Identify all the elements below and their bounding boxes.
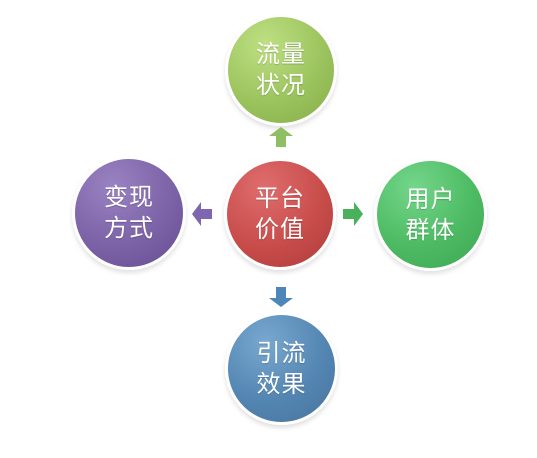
traffic-status-node: 流量 状况	[225, 14, 337, 126]
left-arrow-icon	[192, 202, 212, 226]
traffic-status-label: 流量 状况	[256, 40, 306, 99]
monetization-method-node: 变现 方式	[72, 156, 186, 270]
traffic-effect-node: 引流 效果	[225, 312, 338, 425]
down-arrow-icon	[269, 287, 293, 307]
right-arrow-icon	[343, 202, 363, 226]
monetization-method-label: 变现 方式	[104, 183, 154, 242]
user-group-label: 用户 群体	[405, 184, 456, 244]
platform-value-node: 平台 价值	[224, 158, 336, 270]
up-arrow-icon	[269, 127, 293, 147]
user-group-node: 用户 群体	[374, 158, 487, 271]
platform-value-label: 平台 价值	[255, 184, 305, 243]
traffic-effect-label: 引流 效果	[256, 338, 307, 398]
